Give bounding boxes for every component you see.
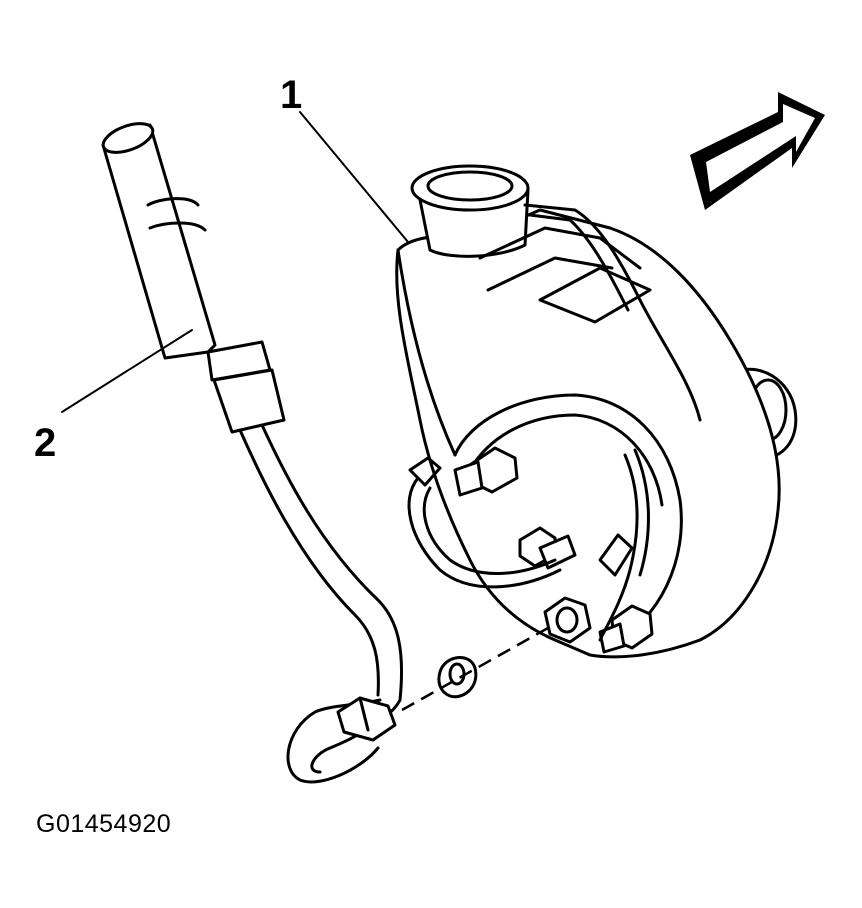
callout-1: 1 [280, 73, 409, 243]
figure-code: G01454920 [36, 810, 172, 838]
alignment-line [401, 626, 549, 712]
o-ring-seal [437, 656, 478, 699]
power-steering-hose [101, 122, 404, 784]
direction-arrow-icon [690, 92, 825, 210]
callout-2: 2 [34, 329, 193, 465]
power-steering-pump [395, 164, 798, 659]
callout-1-label: 1 [280, 73, 302, 117]
callout-2-label: 2 [34, 421, 56, 465]
